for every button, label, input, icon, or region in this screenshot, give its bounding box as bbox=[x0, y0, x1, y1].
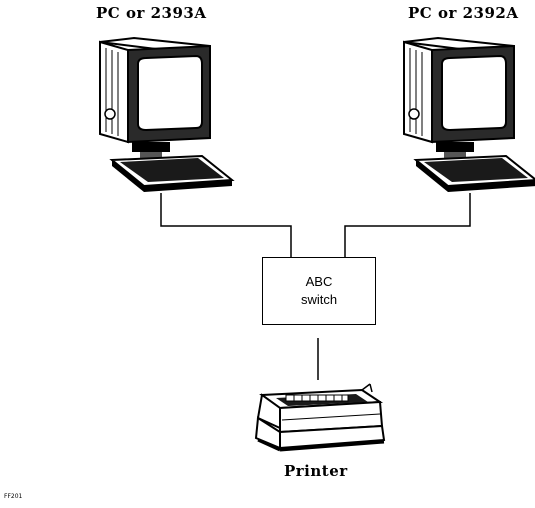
cable-left bbox=[160, 193, 292, 257]
printer-label: Printer bbox=[284, 462, 348, 480]
computer-left-label: PC or 2393A bbox=[96, 4, 207, 22]
switch-label-line2: switch bbox=[300, 292, 338, 307]
cable-right bbox=[344, 193, 471, 257]
computer-right-icon bbox=[403, 37, 535, 193]
figure-code: FF201 bbox=[4, 493, 23, 500]
computer-left-icon bbox=[99, 37, 233, 193]
computer-right-label: PC or 2392A bbox=[408, 4, 519, 22]
printer-icon bbox=[254, 383, 386, 452]
switch-label-line1: ABC bbox=[305, 274, 333, 289]
abc-switch-box: ABC switch bbox=[262, 257, 376, 325]
